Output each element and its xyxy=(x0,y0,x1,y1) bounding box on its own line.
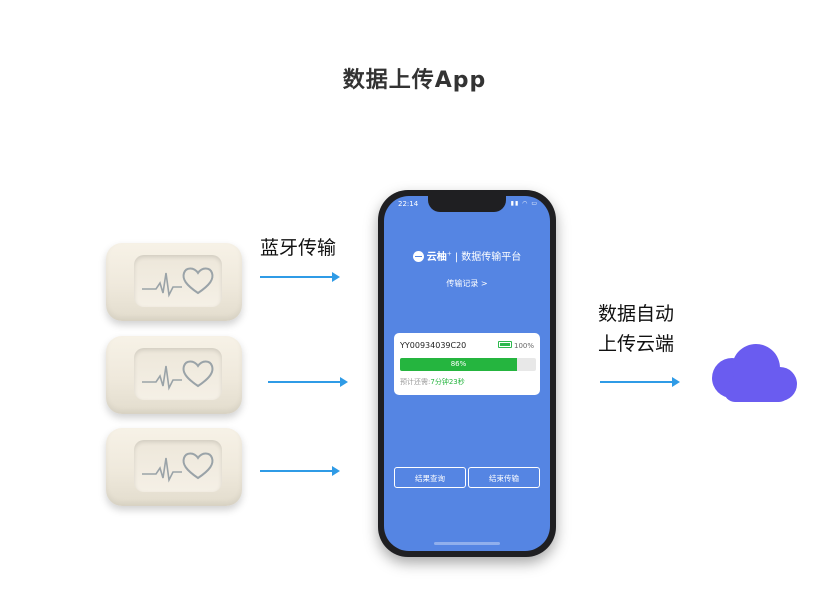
ecg-device-2 xyxy=(106,336,242,414)
battery-percent: 100% xyxy=(513,342,534,350)
logo-icon xyxy=(412,251,424,262)
device-window xyxy=(134,440,222,492)
heart-ecg-icon xyxy=(142,452,214,483)
progress-bar: 86% xyxy=(400,358,536,371)
arrow-right-icon xyxy=(600,377,680,387)
status-icons: ▮▮ ◠ ▭ xyxy=(510,200,538,207)
arrow-right-icon xyxy=(260,466,340,476)
app-header: 云柚+|数据传输平台 xyxy=(384,248,550,263)
device-window xyxy=(134,255,222,307)
app-brand-mark: + xyxy=(446,250,452,258)
ecg-device-3 xyxy=(106,428,242,506)
progress-label: 86% xyxy=(450,360,467,368)
smartphone: 22:14 ▮▮ ◠ ▭ 云柚+|数据传输平台 传输记录 > YY0093403… xyxy=(378,190,556,557)
arrow-right-icon xyxy=(268,377,348,387)
phone-screen: 22:14 ▮▮ ◠ ▭ 云柚+|数据传输平台 传输记录 > YY0093403… xyxy=(384,196,550,551)
eta-label: 预计还需: xyxy=(400,378,431,386)
heart-ecg-icon xyxy=(142,360,214,391)
bluetooth-label: 蓝牙传输 xyxy=(260,237,337,259)
app-brand: 云柚 xyxy=(426,252,447,263)
app-name: 数据传输平台 xyxy=(461,252,522,263)
status-time: 22:14 xyxy=(398,200,419,208)
device-id: YY00934039C20 xyxy=(400,341,467,350)
result-query-button[interactable]: 结果查询 xyxy=(394,467,466,488)
end-transfer-button[interactable]: 结束传输 xyxy=(468,467,540,488)
transfer-records-link[interactable]: 传输记录 > xyxy=(446,279,488,288)
ecg-device-1 xyxy=(106,243,242,321)
cloud-icon xyxy=(712,344,797,402)
heart-ecg-icon xyxy=(142,267,214,298)
eta-value: 7分钟23秒 xyxy=(430,378,465,386)
progress-fill xyxy=(400,358,517,371)
eta-text: 预计还需:7分钟23秒 xyxy=(400,377,465,387)
page-title: 数据上传App xyxy=(342,68,487,93)
home-indicator xyxy=(434,542,500,545)
phone-notch xyxy=(428,196,506,212)
auto-upload-label-line2: 上传云端 xyxy=(598,333,675,355)
arrow-right-icon xyxy=(260,272,340,282)
auto-upload-label-line1: 数据自动 xyxy=(598,303,675,325)
battery-status: 100% xyxy=(497,341,534,350)
device-window xyxy=(134,348,222,400)
app-separator: | xyxy=(454,252,459,263)
battery-icon xyxy=(497,341,512,348)
device-transfer-card: YY00934039C20 100% 86% 预计还需:7分钟23秒 xyxy=(394,333,540,395)
